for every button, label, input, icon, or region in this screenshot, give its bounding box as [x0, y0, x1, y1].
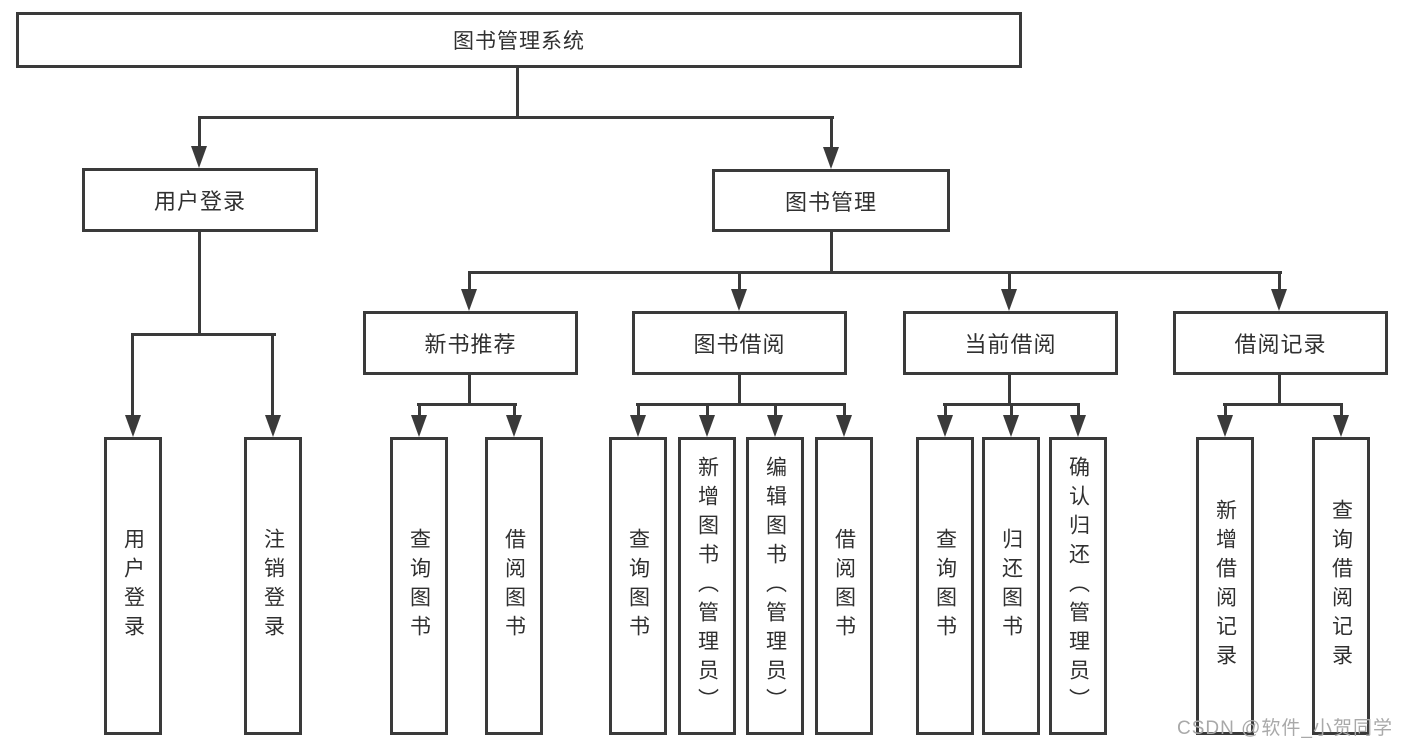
node-label: 借阅图书 — [502, 528, 526, 644]
connector-group-stub — [1008, 375, 1011, 405]
connector-userlogin-rail — [131, 333, 276, 336]
leaf-query-books-borrowing: 查询图书 — [609, 437, 667, 735]
node-book-management: 图书管理 — [712, 169, 950, 232]
node-label: 当前借阅 — [964, 332, 1057, 357]
node-label: 新增借阅记录 — [1213, 499, 1237, 673]
arrowhead — [1003, 415, 1019, 437]
connector-group-rail — [636, 403, 846, 406]
arrowhead — [1271, 289, 1287, 311]
connector-drop — [513, 403, 516, 415]
node-label: 借阅记录 — [1234, 332, 1327, 357]
arrowhead — [411, 415, 427, 437]
connector-drop — [418, 403, 421, 415]
arrowhead — [823, 147, 839, 169]
node-label: 新书推荐 — [424, 332, 517, 357]
connector-drop — [843, 403, 846, 415]
leaf-query-borrow-record: 查询借阅记录 — [1312, 437, 1370, 735]
node-label: 新增图书（管理员） — [695, 455, 719, 717]
arrowhead — [767, 415, 783, 437]
connector-drop — [468, 271, 471, 291]
connector-drop — [131, 333, 134, 416]
node-label: 图书管理系统 — [453, 30, 585, 53]
arrowhead — [191, 146, 207, 168]
leaf-add-borrow-record: 新增借阅记录 — [1196, 437, 1254, 735]
connector-group-stub — [1278, 375, 1281, 405]
arrowhead — [630, 415, 646, 437]
arrowhead — [265, 415, 281, 437]
arrowhead — [1217, 415, 1233, 437]
arrowhead — [937, 415, 953, 437]
arrowhead — [125, 415, 141, 437]
leaf-query-books-recommend: 查询图书 — [390, 437, 448, 735]
arrowhead — [506, 415, 522, 437]
leaf-edit-book-admin: 编辑图书（管理员） — [746, 437, 804, 735]
connector-drop — [198, 116, 201, 149]
leaf-logout: 注销登录 — [244, 437, 302, 735]
leaf-user-login: 用户登录 — [104, 437, 162, 735]
arrowhead — [836, 415, 852, 437]
node-label: 图书管理 — [784, 189, 877, 215]
connector-bookmgmt-stub — [830, 232, 833, 274]
connector-drop — [1010, 403, 1013, 415]
node-current-borrowing: 当前借阅 — [903, 311, 1118, 375]
node-label: 确认归还（管理员） — [1066, 455, 1090, 717]
connector-drop — [830, 116, 833, 149]
node-label: 用户登录 — [153, 189, 246, 214]
arrowhead — [1001, 289, 1017, 311]
node-label: 注销登录 — [261, 528, 285, 644]
connector-drop — [944, 403, 947, 415]
leaf-return-books: 归还图书 — [982, 437, 1040, 735]
connector-drop — [1224, 403, 1227, 415]
node-book-borrowing: 图书借阅 — [632, 311, 847, 375]
node-library-system: 图书管理系统 — [16, 12, 1022, 68]
arrowhead — [1333, 415, 1349, 437]
connector-drop — [706, 403, 709, 415]
connector-group-rail — [417, 403, 517, 406]
node-label: 查询图书 — [933, 528, 957, 644]
connector-drop — [1340, 403, 1343, 415]
connector-level3-rail — [468, 271, 1282, 274]
connector-group-rail — [1223, 403, 1343, 406]
leaf-borrow-books-recommend: 借阅图书 — [485, 437, 543, 735]
connector-level2-rail — [198, 116, 834, 119]
node-label: 查询借阅记录 — [1329, 499, 1353, 673]
connector-group-stub — [738, 375, 741, 405]
arrowhead — [1070, 415, 1086, 437]
node-label: 查询图书 — [626, 528, 650, 644]
connector-root-stub — [516, 68, 519, 118]
csdn-watermark: CSDN @软件_小贺同学 — [1177, 718, 1393, 739]
arrowhead — [461, 289, 477, 311]
connector-drop — [774, 403, 777, 415]
connector-drop — [637, 403, 640, 415]
node-label: 用户登录 — [121, 528, 145, 644]
leaf-borrow-books: 借阅图书 — [815, 437, 873, 735]
leaf-add-book-admin: 新增图书（管理员） — [678, 437, 736, 735]
connector-group-stub — [468, 375, 471, 405]
node-new-book-recommend: 新书推荐 — [363, 311, 578, 375]
connector-drop — [738, 271, 741, 291]
node-user-login: 用户登录 — [82, 168, 318, 232]
node-label: 归还图书 — [999, 528, 1023, 644]
connector-drop — [1008, 271, 1011, 291]
node-borrowing-records: 借阅记录 — [1173, 311, 1388, 375]
node-label: 借阅图书 — [832, 528, 856, 644]
connector-userlogin-stub — [198, 232, 201, 335]
arrowhead — [731, 289, 747, 311]
connector-drop — [1077, 403, 1080, 415]
node-label: 编辑图书（管理员） — [763, 455, 787, 717]
connector-drop — [1278, 271, 1281, 291]
leaf-confirm-return-admin: 确认归还（管理员） — [1049, 437, 1107, 735]
connector-drop — [271, 333, 274, 416]
node-label: 图书借阅 — [693, 332, 786, 357]
arrowhead — [699, 415, 715, 437]
leaf-query-books-current: 查询图书 — [916, 437, 974, 735]
node-label: 查询图书 — [407, 528, 431, 644]
